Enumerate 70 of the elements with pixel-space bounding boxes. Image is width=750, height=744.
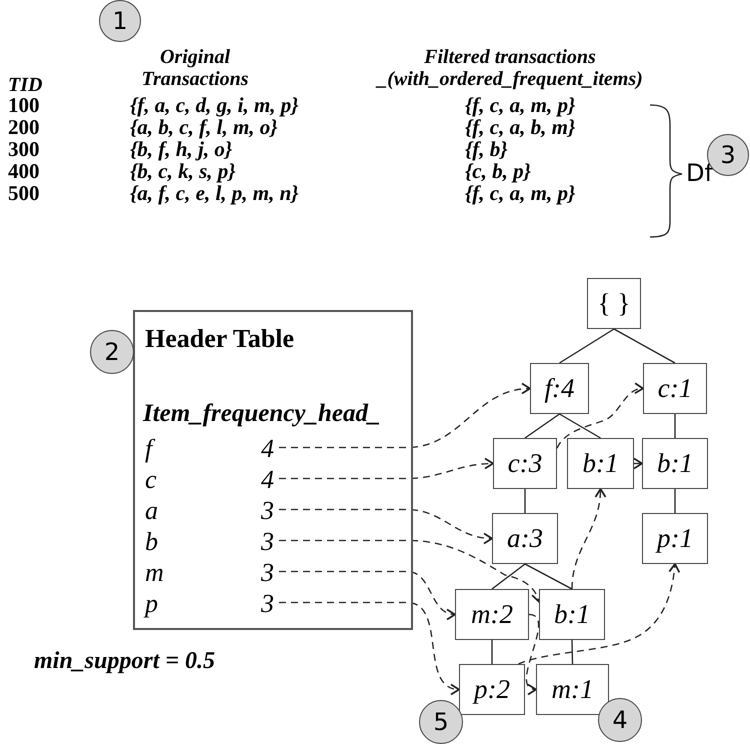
item-frequency: 4 [261, 467, 274, 493]
item-name: c [145, 467, 157, 493]
dashed-arrow [556, 383, 644, 449]
item-frequency: 3 [261, 560, 274, 586]
tree-link [614, 328, 676, 364]
dashed-arrow [633, 458, 643, 470]
step-number-circle: 2 [90, 330, 134, 374]
item-set: {a, f, c, e, l, p, m, n} [130, 182, 299, 206]
dashed-arrow [526, 614, 540, 694]
tree-link [524, 413, 560, 439]
item-frequency: 3 [261, 529, 274, 555]
item-name: m [145, 560, 164, 586]
step-number-circle: 5 [419, 700, 463, 744]
item-frequency: 4 [261, 436, 274, 462]
transaction-id: 300 [8, 138, 40, 162]
step-number-circle: 4 [598, 698, 642, 742]
item-set: {c, b, p} [465, 160, 531, 184]
dashed-arrow [279, 383, 531, 448]
tree-node-box: b:1 [642, 438, 708, 489]
tree-node-box: m:2 [455, 589, 529, 640]
tree-node-box: f:4 [530, 363, 589, 414]
item-frequency: 3 [261, 498, 274, 524]
item-set: {f, c, a, m, p} [465, 94, 576, 118]
header-table-box [133, 310, 413, 630]
tree-node-box: b:1 [567, 438, 634, 489]
tree-node-box: a:3 [492, 513, 558, 564]
column-heading: TID [8, 74, 42, 96]
tree-link [571, 640, 574, 664]
tree-node-box: { } [587, 278, 641, 329]
tree-node-box: p:1 [642, 513, 708, 564]
item-name: b [145, 529, 158, 555]
dashed-arrow [279, 508, 493, 544]
column-headings: Item_frequency_head_ [143, 400, 380, 428]
transaction-id: 200 [8, 116, 40, 140]
transaction-id: 500 [8, 182, 40, 206]
item-set: {f, c, a, m, p} [465, 182, 576, 206]
item-set: {b, f, h, j, o} [130, 138, 232, 162]
tree-link [559, 328, 614, 364]
dashed-arrow [279, 570, 456, 620]
note-text: min_support = 0.5 [34, 648, 216, 674]
item-name: p [145, 591, 158, 617]
tree-node-box: p:2 [459, 664, 525, 715]
dashed-arrow [279, 458, 494, 480]
item-frequency: 3 [261, 591, 274, 617]
tree-link [492, 563, 526, 590]
step-number-circle: 1 [99, 0, 141, 42]
item-set: {b, c, k, s, p} [130, 160, 236, 184]
dashed-arrow [279, 602, 460, 694]
tree-node-box: c:3 [493, 438, 557, 489]
tree-link [524, 489, 526, 513]
dashed-arrow [571, 488, 606, 590]
item-name: a [145, 498, 158, 524]
tree-node-box: b:1 [539, 589, 605, 640]
item-set: {f, c, a, b, m} [465, 116, 576, 140]
item-set: {a, b, c, f, l, m, o} [130, 116, 278, 140]
dashed-arrow [518, 563, 680, 665]
column-heading: Filtered transactions _(with_ordered_frequent_items) [374, 46, 644, 90]
tree-link [674, 489, 676, 513]
item-set: {f, b} [465, 138, 508, 162]
tree-node-box: m:1 [536, 664, 609, 715]
item-set: {f, a, c, d, g, i, m, p} [130, 94, 299, 118]
table-title: Header Table [145, 324, 294, 354]
tree-node-box: c:1 [643, 363, 707, 414]
tree-link [491, 640, 493, 664]
transaction-id: 100 [8, 94, 40, 118]
transaction-id: 400 [8, 160, 40, 184]
tree-link [559, 413, 601, 439]
tree-link [524, 563, 572, 590]
tree-link [674, 414, 676, 438]
column-heading: Original Transactions [140, 46, 250, 90]
